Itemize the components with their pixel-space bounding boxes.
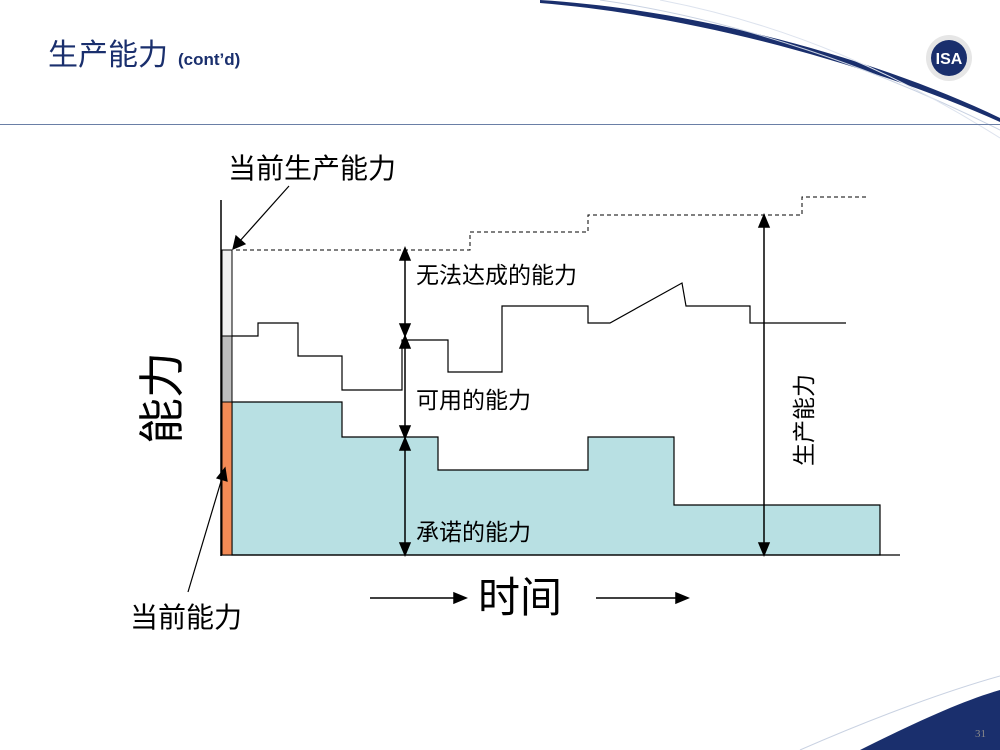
production-capacity-label: 生产能力 (792, 374, 818, 466)
committed-capacity-area (231, 401, 881, 556)
unattainable-capacity-arrow (398, 246, 412, 338)
current-available-segment (221, 335, 233, 403)
current-production-capacity-pointer (232, 185, 290, 251)
time-arrow-right (596, 591, 690, 605)
x-axis-label: 时间 (478, 573, 562, 622)
title-subtitle: (cont’d) (178, 50, 241, 69)
committed-capacity-label: 承诺的能力 (416, 520, 531, 546)
available-capacity-arrow (398, 334, 412, 440)
logo-text: ISA (936, 51, 963, 68)
page-number: 31 (975, 728, 986, 740)
current-production-capacity-label: 当前生产能力 (228, 152, 396, 185)
committed-capacity-arrow (398, 436, 412, 557)
current-unattainable-segment (221, 249, 233, 337)
header-divider (0, 124, 1000, 125)
y-axis-label: 能力 (135, 352, 189, 444)
available-capacity-label: 可用的能力 (416, 388, 531, 414)
slide-title: 生产能力 (cont’d) (48, 30, 240, 74)
production-capacity-line (236, 196, 866, 251)
title-main: 生产能力 (48, 38, 168, 73)
isa-logo-icon: ISA (926, 35, 972, 81)
current-capacity-label: 当前能力 (130, 601, 242, 634)
current-capacity-pointer (187, 466, 228, 593)
unattainable-capacity-label: 无法达成的能力 (416, 263, 577, 289)
available-capacity-line (232, 282, 846, 391)
time-arrow-left (370, 591, 468, 605)
production-capacity-arrow (757, 213, 771, 557)
